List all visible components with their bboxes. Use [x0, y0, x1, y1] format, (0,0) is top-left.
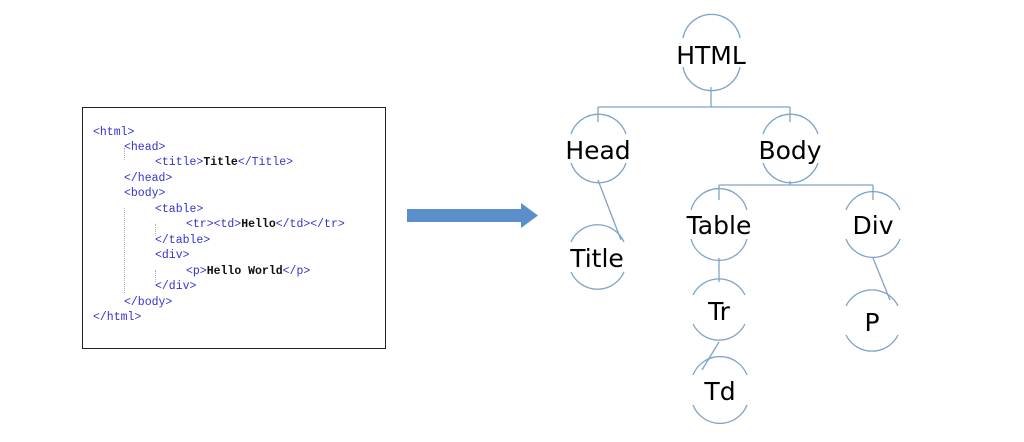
node-outline-table — [690, 187, 748, 262]
code-tag: </Title> — [237, 156, 294, 169]
node-outline-title — [570, 224, 625, 290]
code-tag: </body> — [124, 296, 173, 309]
node-tr: Tr — [707, 297, 731, 326]
code-line: <tr><td>Hello</td></tr> — [186, 218, 345, 232]
code-tag: <div> — [155, 249, 190, 262]
code-line: <body> — [124, 187, 165, 201]
code-text: Hello — [241, 218, 276, 231]
html-code-listing: <html> <head> <title>Title</Title> </hea… — [82, 107, 386, 349]
code-line: <title>Title</Title> — [155, 156, 293, 170]
node-head: Head — [565, 136, 630, 165]
indent-guide — [124, 148, 125, 160]
code-tag: <table> — [155, 203, 204, 216]
code-tag: <body> — [124, 187, 166, 200]
node-td: Td — [703, 377, 735, 406]
node-outline-html — [682, 13, 741, 92]
code-tag: <html> — [93, 126, 135, 139]
code-line: </body> — [124, 296, 172, 310]
code-tag: </html> — [93, 311, 142, 324]
node-outline-tr — [692, 278, 746, 341]
code-tag: <title> — [155, 156, 204, 169]
code-tag: <p> — [186, 265, 207, 278]
tree-connectors — [570, 13, 901, 425]
indent-guide — [124, 208, 125, 293]
node-title: Title — [569, 244, 624, 273]
code-line: </html> — [93, 311, 141, 325]
code-line: <table> — [155, 203, 203, 217]
code-tag: <head> — [124, 141, 166, 154]
code-line: <div> — [155, 249, 190, 263]
code-text: Hello World — [206, 265, 283, 278]
node-outline-p — [845, 289, 899, 352]
indent-guide — [155, 270, 156, 282]
node-div: Div — [853, 211, 894, 240]
code-tag: </td></tr> — [275, 218, 345, 231]
node-html: HTML — [676, 41, 746, 70]
code-tag: </table> — [155, 234, 211, 247]
code-line: </div> — [155, 280, 196, 294]
code-text: Title — [203, 156, 238, 169]
node-p: P — [864, 308, 879, 337]
code-tag: </div> — [155, 280, 197, 293]
code-tag: </head> — [124, 172, 173, 185]
node-body: Body — [758, 136, 821, 165]
code-line: <head> — [124, 141, 165, 155]
node-table: Table — [686, 211, 752, 240]
code-line: </table> — [155, 234, 210, 248]
node-outline-td — [692, 355, 748, 425]
code-tag: <tr><td> — [186, 218, 242, 231]
code-line: </head> — [124, 172, 172, 186]
node-outline-head — [570, 113, 627, 184]
indent-guide — [155, 224, 156, 236]
right-arrow-icon — [407, 203, 538, 228]
code-tag: </p> — [282, 265, 311, 278]
node-outline-body — [762, 113, 819, 184]
code-line: <html> — [93, 126, 134, 140]
node-outline-div — [845, 190, 901, 259]
code-line: <p>Hello World</p> — [186, 265, 310, 279]
